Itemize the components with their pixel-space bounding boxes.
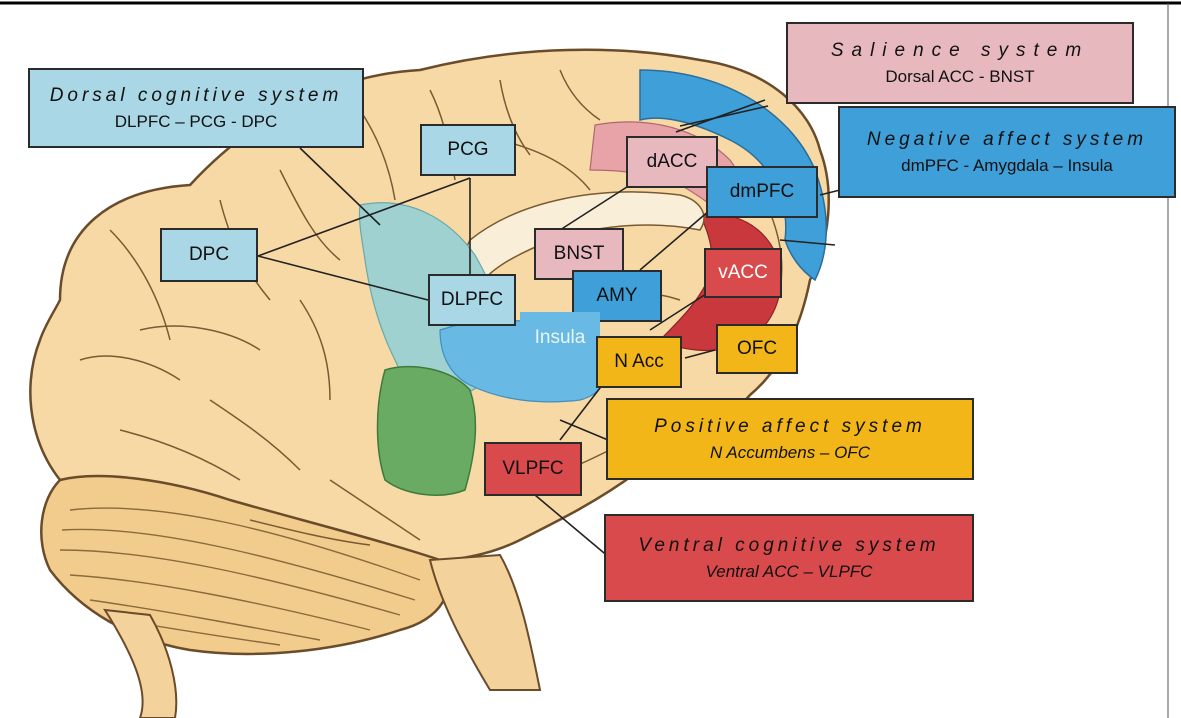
ventral-system-title: Ventral cognitive system	[638, 534, 939, 558]
positive-system-subtitle: N Accumbens – OFC	[710, 442, 870, 463]
region-dmpfc: dmPFC	[706, 166, 818, 218]
region-insula: Insula	[520, 312, 600, 364]
region-dlpfc: DLPFC	[428, 274, 516, 326]
ventral-system-subtitle: Ventral ACC – VLPFC	[706, 561, 873, 582]
dorsal-cognitive-system-box: Dorsal cognitive system DLPFC – PCG - DP…	[28, 68, 364, 148]
salience-system-title: Salience system	[831, 39, 1089, 63]
region-vlpfc: VLPFC	[484, 442, 582, 496]
region-ofc: OFC	[716, 324, 798, 374]
ventral-cognitive-system-box: Ventral cognitive system Ventral ACC – V…	[604, 514, 974, 602]
brainstem	[430, 555, 540, 690]
negative-system-subtitle: dmPFC - Amygdala – Insula	[901, 155, 1113, 176]
region-nacc: N Acc	[596, 336, 682, 388]
region-dpc: DPC	[160, 228, 258, 282]
positive-system-title: Positive affect system	[654, 415, 926, 439]
region-vacc: vACC	[704, 248, 782, 298]
positive-affect-system-box: Positive affect system N Accumbens – OFC	[606, 398, 974, 480]
salience-system-box: Salience system Dorsal ACC - BNST	[786, 22, 1134, 104]
region-pcg: PCG	[420, 124, 516, 176]
region-dacc: dACC	[626, 136, 718, 188]
green-area	[378, 367, 476, 496]
negative-system-title: Negative affect system	[867, 128, 1147, 152]
negative-affect-system-box: Negative affect system dmPFC - Amygdala …	[838, 106, 1176, 198]
salience-system-subtitle: Dorsal ACC - BNST	[885, 66, 1034, 87]
dorsal-system-title: Dorsal cognitive system	[50, 84, 343, 108]
dorsal-system-subtitle: DLPFC – PCG - DPC	[115, 111, 277, 132]
